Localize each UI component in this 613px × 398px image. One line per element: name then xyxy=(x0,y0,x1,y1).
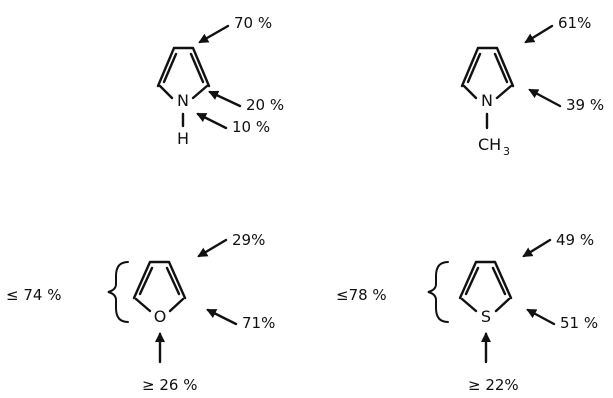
pyrrole-ring xyxy=(156,46,211,128)
thiophene-s-label: 51 % xyxy=(560,314,598,332)
thiophene-alpha-label: 49 % xyxy=(556,231,594,249)
thiophene-s-atom: S xyxy=(481,307,491,326)
pyrrole-alpha-label: 70 % xyxy=(234,14,272,32)
thiophene-s-arrow xyxy=(526,308,556,326)
furan-o-arrow xyxy=(206,308,238,326)
n-methylpyrrole-molecule: N CH 3 61% 39 % xyxy=(460,14,604,158)
thiophene-alpha-arrow xyxy=(522,238,552,258)
thiophene-molecule: ≤78 % S 49 % 51 % ≥ 22% xyxy=(336,231,598,394)
furan-o-atom: O xyxy=(154,307,167,326)
furan-molecule: ≤ 74 % O 29% 71% ≥ 26 % xyxy=(6,231,275,394)
furan-o-label: 71% xyxy=(242,314,275,332)
pyrrole-n-arrow xyxy=(208,90,242,108)
furan-alpha-arrow xyxy=(197,238,228,258)
pyrrole-alpha-arrow xyxy=(198,24,230,44)
furan-bottom-label: ≥ 26 % xyxy=(142,376,197,394)
furan-left-label: ≤ 74 % xyxy=(6,286,61,304)
methyl-ch-text: CH xyxy=(478,135,501,154)
methyl-subscript: 3 xyxy=(503,145,510,158)
n-methylpyrrole-n-arrow xyxy=(528,88,562,108)
thiophene-left-label: ≤78 % xyxy=(336,286,387,304)
n-methylpyrrole-alpha-arrow xyxy=(524,24,554,44)
n-methylpyrrole-ring xyxy=(460,46,515,130)
pyrrole-molecule: N H 70 % 20 % 10 % xyxy=(156,14,284,148)
pyrrole-n-atom: N xyxy=(177,91,189,110)
n-methylpyrrole-alpha-label: 61% xyxy=(558,14,591,32)
furan-alpha-label: 29% xyxy=(232,231,265,249)
furan-ring xyxy=(132,260,187,313)
thiophene-ring xyxy=(458,260,513,313)
n-methylpyrrole-n-label: 39 % xyxy=(566,96,604,114)
furan-brace xyxy=(107,261,129,323)
pyrrole-h-arrow xyxy=(196,112,228,130)
thiophene-brace xyxy=(427,261,449,323)
pyrrole-n-label: 20 % xyxy=(246,96,284,114)
pyrrole-h-atom: H xyxy=(177,129,189,148)
pyrrole-h-label: 10 % xyxy=(232,118,270,136)
thiophene-bottom-label: ≥ 22% xyxy=(468,376,519,394)
n-methylpyrrole-n-atom: N xyxy=(481,91,493,110)
